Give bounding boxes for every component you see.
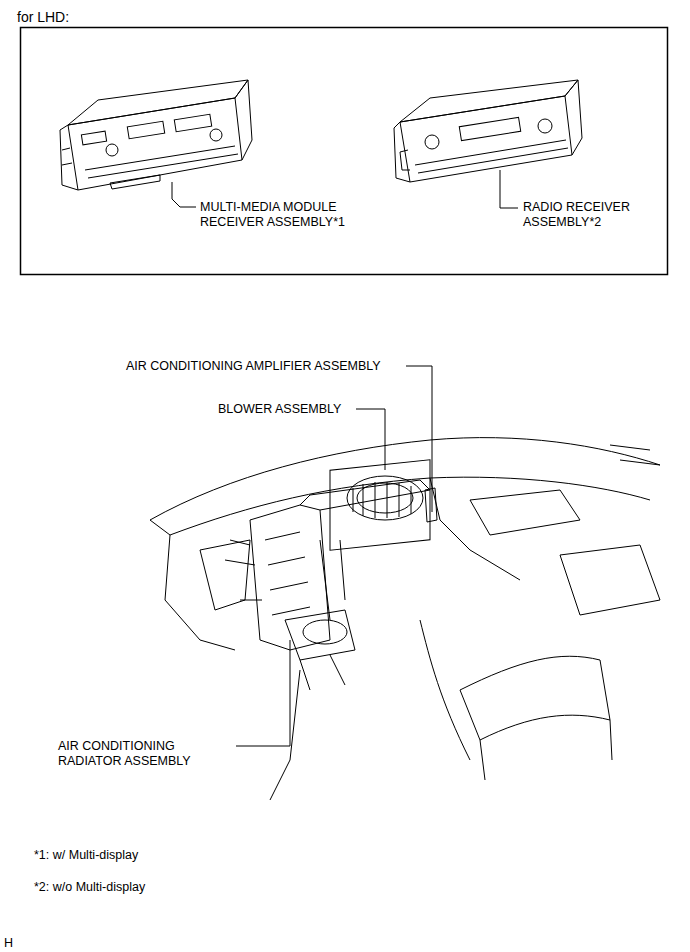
illustration-line <box>500 170 518 208</box>
leader-line <box>406 366 432 512</box>
illustration-line <box>425 135 439 149</box>
illustration-line <box>610 445 660 465</box>
illustration-line <box>394 122 410 182</box>
illustration-line <box>68 80 248 125</box>
illustration-line <box>68 98 242 190</box>
illustration-line <box>150 438 660 520</box>
illustration-line <box>353 482 411 518</box>
illustration-line <box>62 148 72 165</box>
part-name: AIR CONDITIONING AMPLIFIER ASSEMBLY <box>126 359 381 374</box>
illustration-line <box>174 114 211 131</box>
receiver-illustration <box>394 80 582 208</box>
inset-frame <box>21 28 668 275</box>
footnote: *1: w/ Multi-display <box>34 848 138 863</box>
illustration-line <box>560 545 660 615</box>
illustration-line <box>330 460 430 551</box>
illustration-line <box>357 483 413 513</box>
illustration-line <box>127 121 164 138</box>
illustration-line <box>210 129 222 141</box>
illustration-line <box>320 540 345 620</box>
illustration-line <box>430 478 520 580</box>
illustration-line <box>415 140 568 173</box>
illustration-line <box>85 146 238 178</box>
illustration-line <box>235 80 252 160</box>
illustration-line <box>565 80 582 155</box>
hvac-unit-illustration <box>225 460 437 690</box>
illustration-line <box>347 476 423 520</box>
illustration-line <box>110 175 160 189</box>
illustration-line <box>420 620 470 760</box>
leader-line <box>356 409 385 470</box>
illustration-line <box>106 144 118 156</box>
illustration-line <box>400 96 572 182</box>
illustration-line <box>250 505 330 650</box>
illustration-line <box>81 131 106 145</box>
illustration-line <box>400 150 410 170</box>
illustration-line <box>425 488 437 522</box>
illustration-line <box>470 490 580 535</box>
receiver-illustration <box>60 80 252 207</box>
part-name: AIR CONDITIONING RADIATOR ASSEMBLY <box>58 739 238 769</box>
illustration-line <box>172 182 196 207</box>
page-heading: for LHD: <box>17 9 69 26</box>
illustration-line <box>460 656 610 740</box>
leader-line <box>236 640 290 746</box>
illustration-line <box>303 620 347 644</box>
illustration-line <box>165 535 235 650</box>
dashboard-illustration <box>150 438 660 800</box>
footnote: *2: w/o Multi-display <box>34 880 145 895</box>
illustration-line <box>400 80 578 122</box>
illustration-line <box>480 720 612 780</box>
illustration-line <box>265 532 310 615</box>
part-name: MULTI-MEDIA MODULE RECEIVER ASSEMBLY*1 <box>200 200 350 230</box>
illustration-line <box>270 670 300 800</box>
illustration-line <box>150 477 650 535</box>
part-name: BLOWER ASSEMBLY <box>218 402 341 417</box>
illustration-line <box>538 119 552 133</box>
illustration-line <box>60 125 78 190</box>
part-name: RADIO RECEIVER ASSEMBLY*2 <box>523 200 643 230</box>
illustration-line <box>225 540 262 600</box>
illustration-line <box>459 117 520 140</box>
figure-code: H <box>4 936 13 951</box>
illustration-line <box>300 655 345 690</box>
illustration-line <box>285 610 355 660</box>
